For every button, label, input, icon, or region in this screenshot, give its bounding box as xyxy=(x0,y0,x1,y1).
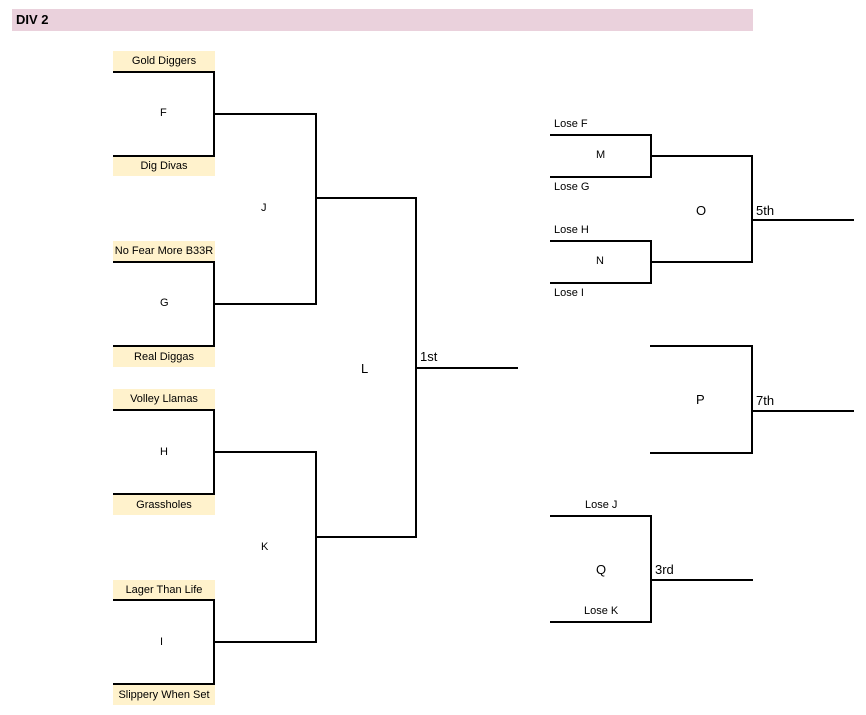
bracket-line xyxy=(650,345,753,347)
bracket-line xyxy=(213,451,317,453)
team-slot-8: Slippery When Set xyxy=(113,685,215,705)
game-label-g: G xyxy=(160,297,169,309)
team-slot-2: Dig Divas xyxy=(113,156,215,176)
game-label-j: J xyxy=(261,202,267,214)
bracket-line xyxy=(213,641,317,643)
seed-label-lose-j: Lose J xyxy=(585,499,618,511)
bracket-line xyxy=(315,113,317,305)
bracket-line xyxy=(650,579,753,581)
bracket-line xyxy=(650,452,753,454)
game-label-o: O xyxy=(696,203,707,218)
seed-label-lose-i: Lose I xyxy=(554,287,584,299)
team-slot-6: Grassholes xyxy=(113,495,215,515)
game-label-l: L xyxy=(361,361,369,376)
seed-label-lose-k: Lose K xyxy=(584,605,619,617)
division-header: DIV 2 xyxy=(12,9,753,31)
game-label-h: H xyxy=(160,446,168,458)
team-slot-4: Real Diggas xyxy=(113,347,215,367)
team-slot-7: Lager Than Life xyxy=(113,580,215,600)
seed-label-lose-g: Lose G xyxy=(554,181,590,193)
place-label-1st: 1st xyxy=(420,349,438,364)
bracket-line xyxy=(113,71,215,73)
bracket-line xyxy=(751,155,753,263)
game-label-q: Q xyxy=(596,562,607,577)
place-label-7th: 7th xyxy=(756,393,775,408)
bracket-line xyxy=(213,303,317,305)
game-label-n: N xyxy=(596,255,604,267)
place-label-5th: 5th xyxy=(756,203,775,218)
bracket-line xyxy=(751,345,753,454)
bracket-line xyxy=(550,621,652,623)
seed-label-lose-h: Lose H xyxy=(554,224,589,236)
seed-label-lose-f: Lose F xyxy=(554,118,588,130)
division-title: DIV 2 xyxy=(16,12,49,27)
game-label-f: F xyxy=(160,107,167,119)
bracket-line xyxy=(550,240,652,242)
game-label-p: P xyxy=(696,392,705,407)
place-label-3rd: 3rd xyxy=(655,562,674,577)
game-label-k: K xyxy=(261,541,269,553)
bracket-line xyxy=(751,219,854,221)
bracket-line xyxy=(415,367,518,369)
bracket-line xyxy=(113,409,215,411)
bracket-line xyxy=(550,176,652,178)
bracket-line xyxy=(113,599,215,601)
bracket-line xyxy=(550,134,652,136)
bracket-line xyxy=(213,113,317,115)
bracket-line xyxy=(650,155,753,157)
bracket-line xyxy=(113,345,215,347)
team-slot-1: Gold Diggers xyxy=(113,51,215,71)
bracket-line xyxy=(650,515,652,623)
game-label-m: M xyxy=(596,149,606,161)
game-label-i: I xyxy=(160,636,164,648)
bracket-line xyxy=(550,515,652,517)
bracket-line xyxy=(550,282,652,284)
bracket-line xyxy=(650,261,753,263)
bracket-line xyxy=(315,451,317,643)
team-slot-3: No Fear More B33R xyxy=(113,241,215,261)
bracket-line xyxy=(751,410,854,412)
bracket-line xyxy=(113,155,215,157)
team-slot-5: Volley Llamas xyxy=(113,389,215,409)
bracket-line xyxy=(113,683,215,685)
bracket-line xyxy=(113,261,215,263)
bracket-line xyxy=(315,536,417,538)
bracket-line xyxy=(315,197,417,199)
bracket-line xyxy=(113,493,215,495)
